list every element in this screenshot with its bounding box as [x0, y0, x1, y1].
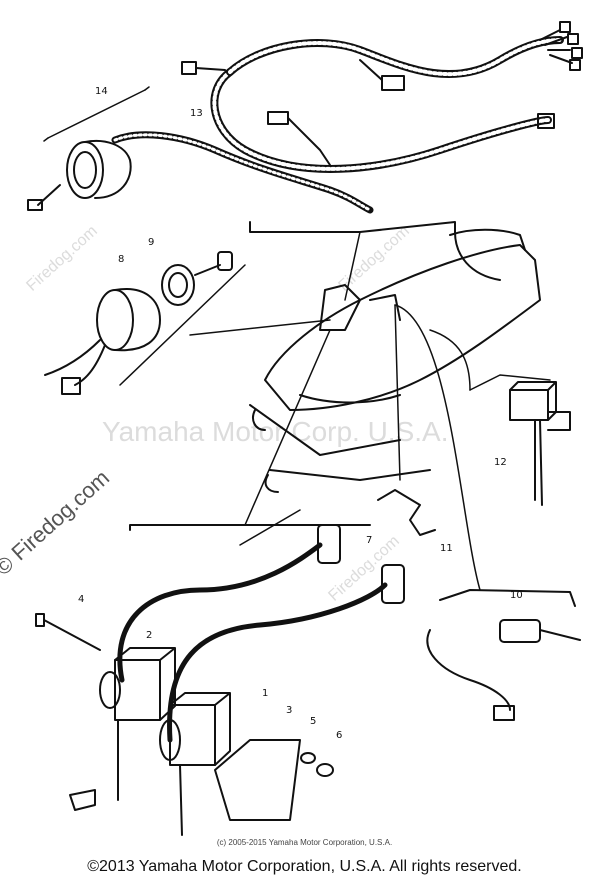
small-copyright: (c) 2005-2015 Yamaha Motor Corporation, … [216, 838, 393, 847]
part-12-relay [509, 381, 571, 506]
headlight-assembly [27, 140, 132, 211]
copyright-footer: ©2013 Yamaha Motor Corporation, U.S.A. A… [87, 858, 522, 875]
callout-4: 4 [78, 594, 85, 605]
part-13-harness [111, 21, 583, 214]
small-bracket [69, 789, 96, 811]
callout-10: 10 [510, 590, 523, 601]
callout-7: 7 [366, 535, 373, 546]
callout-2: 2 [146, 630, 153, 641]
callout-13: 13 [190, 108, 203, 119]
bracket-ignition [129, 524, 371, 531]
part-11-clip [377, 489, 436, 536]
callout-14: 14 [95, 86, 108, 97]
part-14-wire [47, 89, 146, 139]
part-6-nut [316, 763, 334, 777]
bracket-harness [249, 221, 456, 233]
part-2-coil [99, 647, 176, 801]
part-1-coil [159, 692, 231, 836]
callout-9: 9 [148, 237, 155, 248]
part-7-plug-leads [117, 524, 405, 743]
callout-8: 8 [118, 254, 125, 265]
callout-6: 6 [336, 730, 343, 741]
bracket-lamp [119, 264, 246, 386]
bracket-part-10 [439, 589, 576, 607]
callout-5: 5 [310, 716, 317, 727]
callout-3: 3 [286, 705, 293, 716]
part-5-washer [300, 752, 316, 764]
callout-11: 11 [440, 543, 453, 554]
snowmobile-body [249, 228, 541, 493]
part-9-key-switch [161, 251, 233, 306]
part-4-bolt [35, 613, 101, 651]
callout-12: 12 [494, 457, 507, 468]
part-8-switch-housing [44, 288, 161, 395]
part-3-bracket [214, 739, 301, 821]
callout-1: 1 [262, 688, 269, 699]
part-10-sensor [426, 619, 581, 721]
